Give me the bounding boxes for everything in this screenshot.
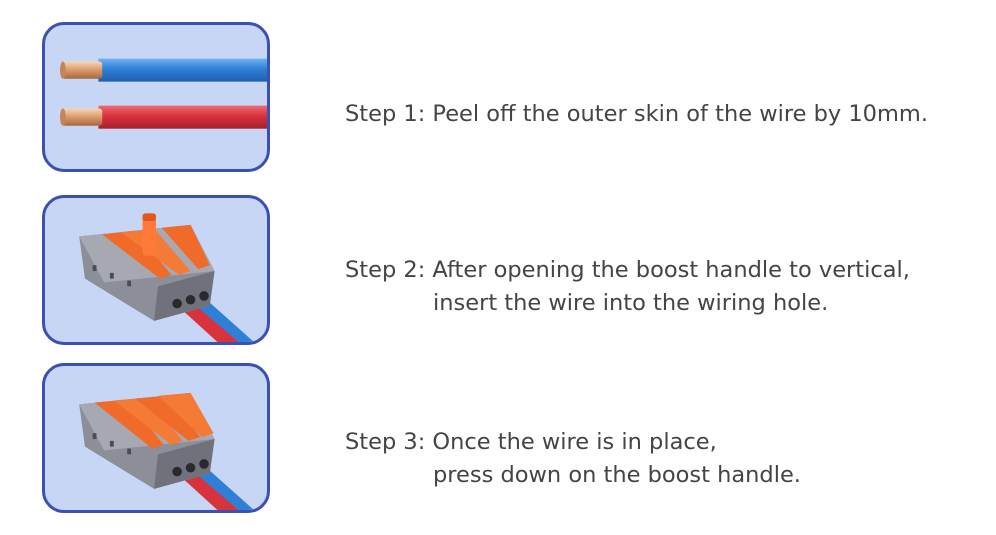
step-3-line-2: press down on the boost handle. — [433, 462, 801, 488]
step-1: Step 1: Peel off the outer skin of the w… — [0, 22, 996, 182]
stripped-wires-illustration — [60, 58, 267, 129]
step-2-image-connector-open — [42, 195, 270, 345]
step-2-line-2: insert the wire into the wiring hole. — [433, 290, 829, 316]
step-1-image-stripped-wires — [42, 22, 270, 172]
step-2-line-1: Step 2: After opening the boost handle t… — [345, 257, 910, 283]
step-3-line-1: Step 3: Once the wire is in place, — [345, 429, 717, 455]
step-2-text: Step 2: After opening the boost handle t… — [345, 254, 910, 320]
connector-lever-closed-illustration — [79, 392, 254, 510]
step-3-image-connector-closed — [42, 363, 270, 513]
step-3-text: Step 3: Once the wire is in place, press… — [345, 426, 801, 492]
step-1-line-1: Step 1: Peel off the outer skin of the w… — [345, 101, 928, 127]
connector-lever-open-illustration — [79, 213, 254, 342]
step-3: Step 3: Once the wire is in place, press… — [0, 363, 996, 523]
step-1-text: Step 1: Peel off the outer skin of the w… — [345, 98, 928, 131]
step-2: Step 2: After opening the boost handle t… — [0, 195, 996, 355]
